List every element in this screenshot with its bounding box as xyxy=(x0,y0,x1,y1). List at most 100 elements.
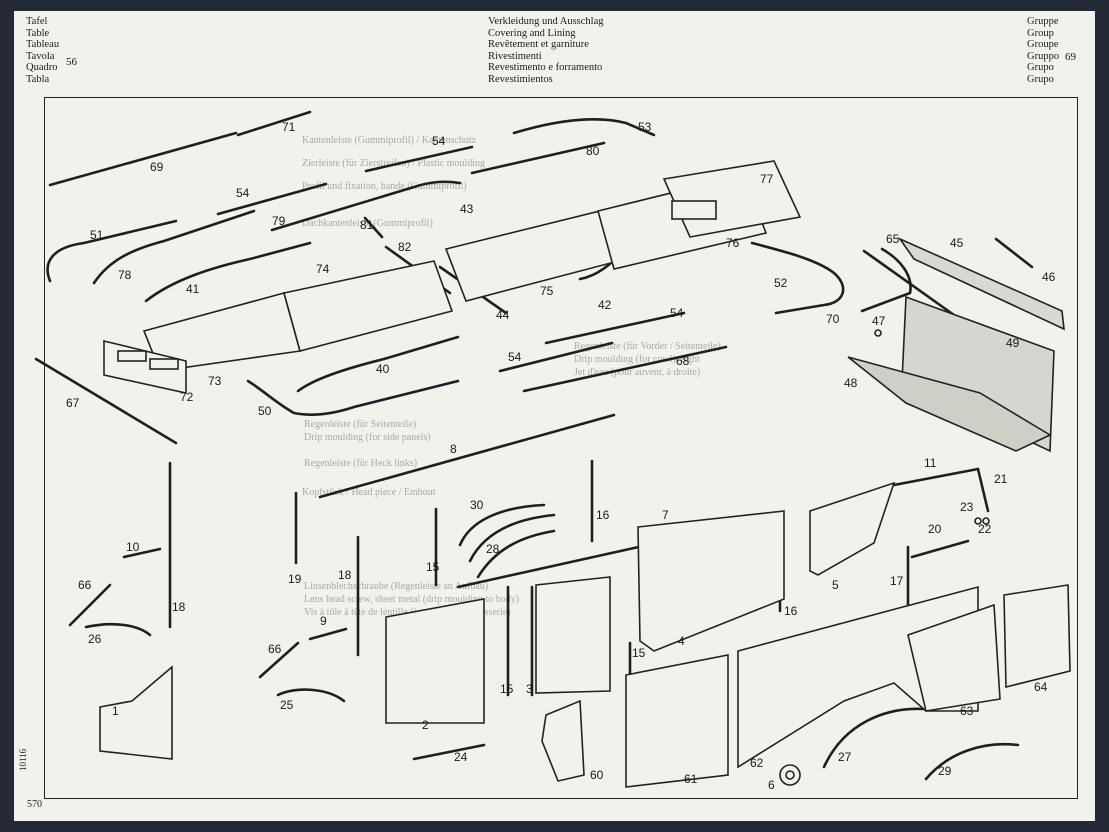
part-strip-40 xyxy=(296,335,460,393)
group-label-es: Grupo xyxy=(1027,73,1054,85)
part-panel-75 xyxy=(444,208,628,302)
label-10: 10 xyxy=(126,540,140,554)
label-70: 70 xyxy=(826,312,840,326)
label-80: 80 xyxy=(586,144,600,158)
part-strip-51 xyxy=(46,219,178,283)
part-strip-67 xyxy=(34,357,178,445)
label-52: 52 xyxy=(774,276,788,290)
part-clip-22 xyxy=(982,517,990,525)
part-strip-80 xyxy=(470,141,606,175)
group-label-pt: Grupo xyxy=(1027,62,1054,74)
label-77: 77 xyxy=(760,172,774,186)
part-strip-69 xyxy=(48,131,238,187)
label-28: 28 xyxy=(486,542,500,556)
part-strip-11 xyxy=(892,467,980,487)
label-5: 5 xyxy=(832,578,839,592)
part-strip-54-c xyxy=(544,311,686,345)
label-18-mid: 18 xyxy=(338,568,352,582)
part-strip-30 xyxy=(458,503,546,547)
group-number: 69 xyxy=(1065,51,1076,63)
label-50: 50 xyxy=(258,404,272,418)
label-2: 2 xyxy=(422,718,429,732)
label-82: 82 xyxy=(398,240,412,254)
part-strip-9 xyxy=(308,627,348,641)
table-label-en: Table xyxy=(26,27,50,39)
bleed-line: Drip moulding (for cowl), right xyxy=(574,354,700,365)
label-78: 78 xyxy=(118,268,132,282)
part-strip-50 xyxy=(246,379,460,416)
bleed-line: Dachkantenleiste (Gummiprofil) xyxy=(302,218,433,229)
part-panel-4 xyxy=(637,510,785,652)
part-strip-78 xyxy=(92,209,256,285)
bleed-line: Linsenblechschraube (Regenleiste an Aufb… xyxy=(304,581,489,592)
part-panel-49 xyxy=(901,295,1055,453)
label-65: 65 xyxy=(886,232,900,246)
label-67: 67 xyxy=(66,396,80,410)
label-40: 40 xyxy=(376,362,390,376)
table-number: 56 xyxy=(66,56,77,68)
part-panel-2 xyxy=(385,598,485,724)
label-1: 1 xyxy=(112,704,119,718)
part-panel-64 xyxy=(1003,584,1071,689)
part-strip-71 xyxy=(236,110,312,137)
part-strip-29 xyxy=(924,743,1020,781)
bleed-line: Regenleiste (für Heck links) xyxy=(304,458,418,469)
label-15-a: 15 xyxy=(426,560,440,574)
part-hatch xyxy=(671,200,717,220)
part-strip-54-b xyxy=(216,182,328,216)
title-de: Verkleidung und Ausschlag xyxy=(488,16,604,27)
label-72: 72 xyxy=(180,390,194,404)
label-24: 24 xyxy=(454,750,468,764)
label-54-a: 54 xyxy=(432,134,446,148)
bleed-line: Lens head screw, sheet metal (drip mould… xyxy=(304,594,520,605)
part-clip-47 xyxy=(874,329,882,337)
label-17: 17 xyxy=(890,574,904,588)
part-strip-10 xyxy=(122,547,162,559)
label-54-b: 54 xyxy=(236,186,250,200)
document-code: 10116 xyxy=(18,748,28,771)
part-panel-1 xyxy=(99,665,173,760)
label-63: 63 xyxy=(960,704,974,718)
part-strip-46 xyxy=(994,237,1034,269)
part-panel-48 xyxy=(847,356,1052,452)
label-16-b: 16 xyxy=(784,604,798,618)
part-strip-68 xyxy=(522,345,728,393)
label-7: 7 xyxy=(662,508,669,522)
label-45: 45 xyxy=(950,236,964,250)
label-21: 21 xyxy=(994,472,1008,486)
table-label-fr: Tableau xyxy=(26,39,60,51)
label-66: 66 xyxy=(268,642,282,656)
part-panel-5-left xyxy=(535,576,611,694)
section-title-column: Verkleidung und Ausschlag Covering and L… xyxy=(488,16,604,86)
table-label-de: Tafel xyxy=(26,16,48,27)
bleed-line: Jet d'eau (pour auvent, à droite) xyxy=(574,367,701,378)
part-vent-b xyxy=(149,358,179,370)
part-strip-30-inner xyxy=(468,513,556,563)
label-25: 25 xyxy=(280,698,294,712)
group-label-it: Gruppo xyxy=(1027,50,1060,62)
part-strip-26 xyxy=(84,622,152,637)
label-19: 19 xyxy=(288,572,302,586)
label-49: 49 xyxy=(1006,336,1020,350)
label-73: 73 xyxy=(208,374,222,388)
label-44: 44 xyxy=(496,308,510,322)
label-23: 23 xyxy=(960,500,974,514)
label-64: 64 xyxy=(1034,680,1048,694)
group-label-fr: Groupe xyxy=(1027,39,1059,51)
part-strip-25 xyxy=(276,688,346,703)
part-strip-24 xyxy=(412,743,486,761)
bleed-line: Drip moulding (for side panels) xyxy=(304,432,431,443)
table-label-column: Tafel Table Tableau Tavola Quadro Tabla xyxy=(26,16,59,86)
part-strip-70 xyxy=(860,247,912,313)
part-number-labels: 69 71 53 54 80 54 79 43 77 51 78 41 81 8… xyxy=(66,120,1056,792)
part-strip-66-left xyxy=(68,583,112,627)
label-61: 61 xyxy=(684,772,698,786)
bleed-line: Kantenleiste (Gummiprofil) / Kantenschut… xyxy=(302,135,477,146)
label-15-b: 15 xyxy=(632,646,646,660)
label-75: 75 xyxy=(540,284,554,298)
part-strip-54-a xyxy=(364,145,474,173)
label-76: 76 xyxy=(726,236,740,250)
label-53: 53 xyxy=(638,120,652,134)
part-strip-8 xyxy=(318,413,616,499)
part-panel-45 xyxy=(897,237,1065,331)
